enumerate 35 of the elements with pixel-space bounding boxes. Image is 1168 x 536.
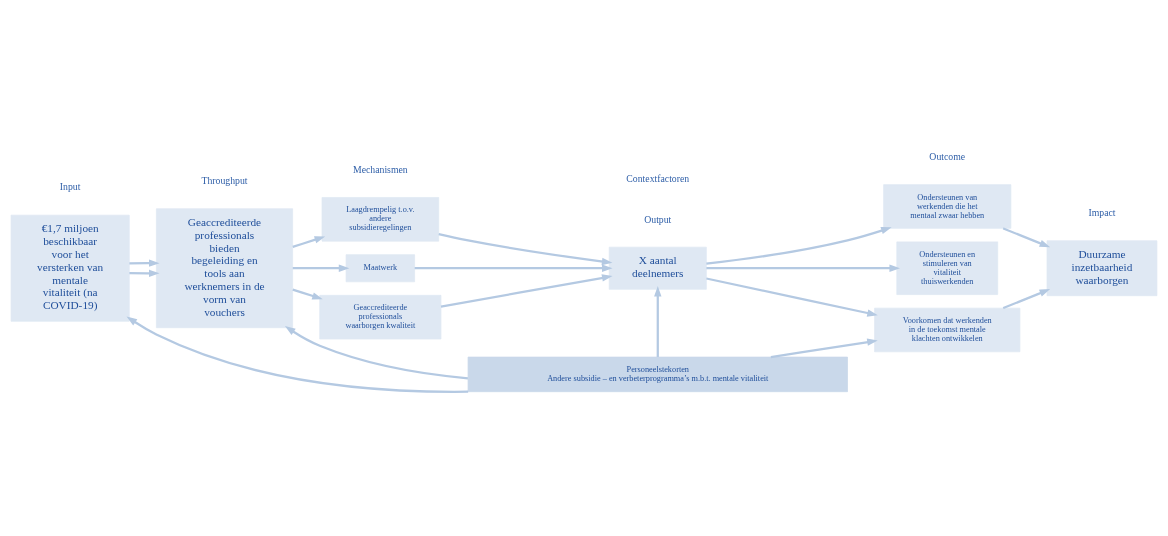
- node-box: Geaccrediteerde professionals waarborgen kwaliteit: [319, 294, 442, 340]
- label: Input: [59, 181, 81, 193]
- arrow: [1002, 289, 1051, 310]
- arrow: [129, 269, 160, 277]
- label: Impact: [1088, 206, 1116, 218]
- label: Contextfactoren: [626, 172, 690, 184]
- arrow: [706, 227, 892, 265]
- arrow: [440, 274, 613, 308]
- arrow: [292, 264, 350, 272]
- node-box: Ondersteunen en stimuleren van vitaliteit thuiswerkenden: [896, 241, 999, 295]
- node-box: Duurzame inzetbaarheid waarborgen: [1046, 240, 1158, 297]
- label: Mechanismen: [352, 163, 408, 175]
- arrow: [770, 338, 878, 359]
- arrow: [706, 277, 878, 317]
- arrow: [1002, 227, 1051, 248]
- arrow: [284, 325, 468, 380]
- node-box: X aantal deelnemers: [608, 246, 707, 290]
- arrow: [126, 316, 469, 393]
- arrow: [438, 232, 613, 266]
- arrow: [654, 285, 662, 357]
- node-box: Ondersteunen van werkenden die het mentaal zwaar hebben: [883, 184, 1012, 229]
- node-box: Personeelstekorten Andere subsidie – en verbeterprogramma’s m.b.t. mentale vitaliteit: [467, 356, 848, 393]
- node-box: Voorkomen dat werkenden in de toekomst mentale klachten ontwikkelen: [874, 307, 1021, 353]
- label: Output: [644, 213, 672, 225]
- arrow: [292, 236, 326, 248]
- arrow: [414, 264, 613, 272]
- node-box: €1,7 miljoen beschikbaar voor het versterken van mentale vitaliteit (na COVID-19): [10, 214, 130, 322]
- arrow: [706, 264, 900, 272]
- label: Throughput: [201, 175, 248, 187]
- node-box: Laagdrempelig t.o.v. andere subsidieregelingen: [321, 197, 440, 242]
- label: Outcome: [929, 151, 966, 163]
- node-box: Geaccrediteerde professionals bieden begeleiding en tools aan werknemers in de vorm van vouchers: [156, 208, 293, 329]
- arrow: [292, 288, 323, 300]
- arrow: [129, 259, 160, 267]
- node-box: Maatwerk: [345, 254, 415, 283]
